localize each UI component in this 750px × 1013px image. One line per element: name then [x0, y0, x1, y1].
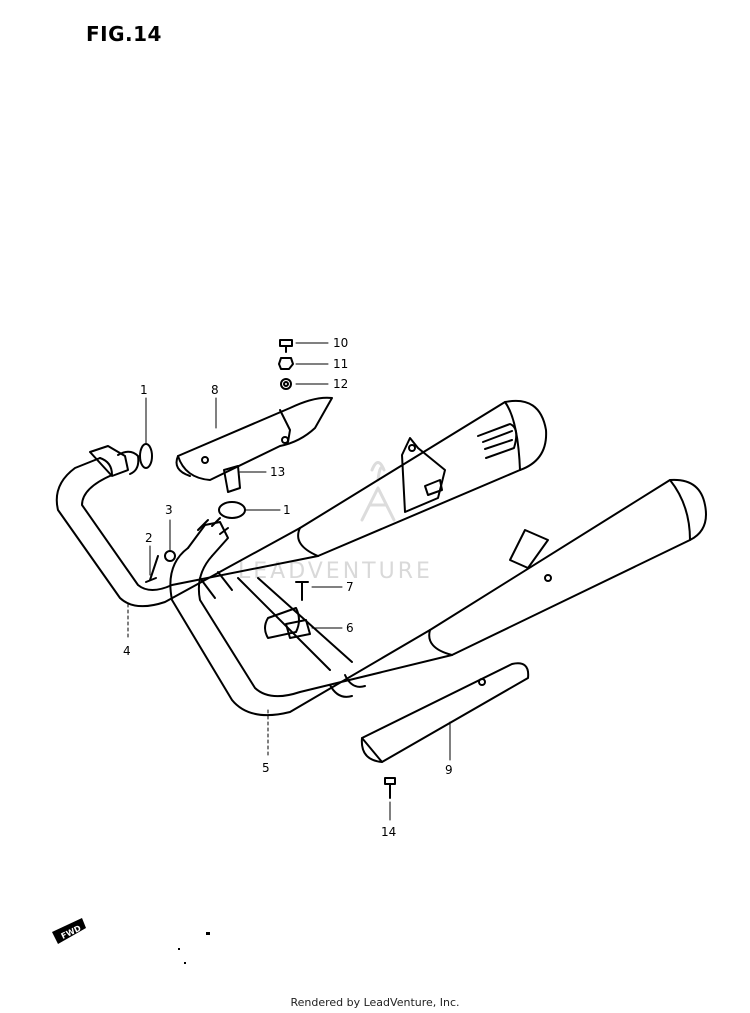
nut-11	[278, 357, 294, 370]
callout-2: 2	[145, 531, 153, 545]
exhaust-pipe-front	[169, 517, 453, 717]
clamp-6	[285, 619, 311, 639]
forward-badge-text: FWD	[60, 924, 83, 941]
callout-5: 5	[262, 761, 270, 775]
gasket-1-lower	[218, 501, 246, 519]
bolt-2	[145, 555, 159, 583]
bolt-10	[279, 339, 293, 353]
callout-13: 13	[270, 465, 285, 479]
figure-title: FIG.14	[86, 22, 162, 46]
callout-1-lower: 1	[283, 503, 291, 517]
washer-12	[280, 378, 292, 390]
upper-muffler	[297, 399, 548, 557]
watermark-text: LEADVENTURE	[238, 559, 433, 584]
callout-14: 14	[381, 825, 396, 839]
stray-dots	[178, 932, 210, 964]
callout-12: 12	[333, 377, 348, 391]
washer-3	[164, 550, 176, 562]
forward-arrow-icon: FWD	[52, 918, 86, 944]
callout-7: 7	[346, 580, 354, 594]
callout-8: 8	[211, 383, 219, 397]
gasket-1-upper	[139, 443, 153, 469]
heat-shield-lower	[360, 662, 530, 763]
callout-4: 4	[123, 644, 131, 658]
watermark-logo	[360, 461, 396, 522]
callout-6: 6	[346, 621, 354, 635]
callout-9: 9	[445, 763, 453, 777]
lower-muffler	[428, 478, 707, 656]
callout-3: 3	[165, 503, 173, 517]
exhaust-pipe-rear	[55, 445, 319, 608]
footer-credit: Rendered by LeadVenture, Inc.	[290, 996, 460, 1009]
bolt-7	[295, 581, 309, 601]
callout-1-upper: 1	[140, 383, 148, 397]
heat-shield-upper	[175, 396, 333, 481]
clamp-13	[223, 465, 241, 493]
callout-11: 11	[333, 357, 348, 371]
bolt-14	[384, 777, 396, 799]
leader-lines	[127, 342, 451, 821]
callout-10: 10	[333, 336, 348, 350]
